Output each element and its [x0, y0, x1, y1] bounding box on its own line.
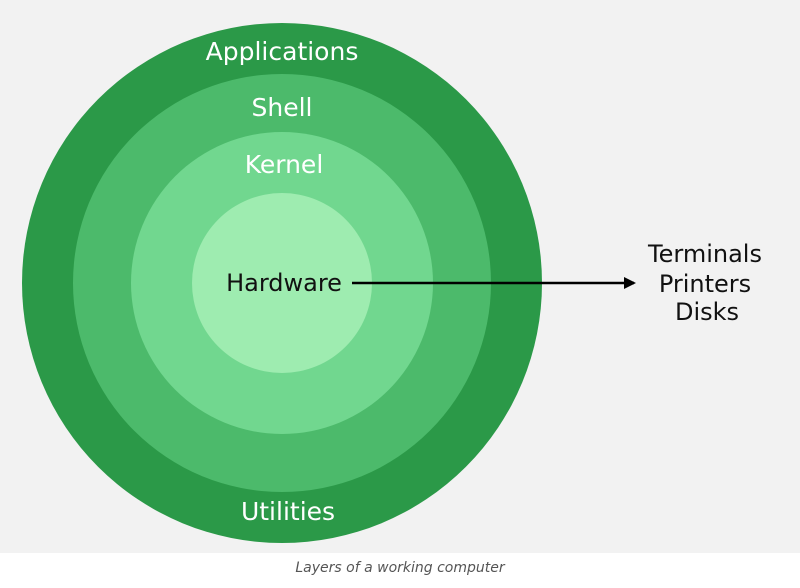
applications-label: Applications [206, 37, 359, 66]
shell-label: Shell [252, 93, 313, 122]
device-disks-label: Disks [675, 298, 739, 326]
device-terminals-label: Terminals [647, 240, 762, 268]
figure-caption: Layers of a working computer [295, 560, 505, 576]
utilities-label: Utilities [241, 497, 335, 526]
kernel-label: Kernel [245, 150, 324, 179]
hardware-core [192, 193, 372, 373]
device-printers-label: Printers [659, 270, 751, 298]
hardware-label: Hardware [226, 269, 342, 297]
layers-diagram: Applications Shell Kernel Hardware Utili… [22, 23, 762, 543]
